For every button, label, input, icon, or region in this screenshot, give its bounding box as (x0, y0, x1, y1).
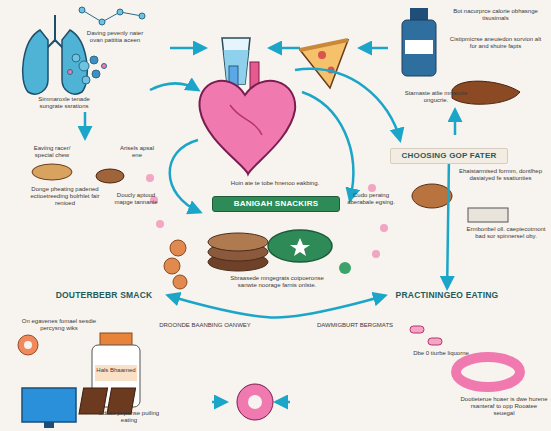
pink-dots (146, 174, 388, 258)
cookie-stack (208, 233, 268, 271)
note-text: DAWMIGBURT BERGMATS (300, 322, 410, 329)
note-text: Ehaistarmised formm, dontlhep dasiaiyed … (458, 168, 543, 182)
note-text: Ediste pepanse puiling eating (96, 410, 162, 424)
network-icon (79, 7, 145, 25)
note-text: Bot nacurprce calorie obhasnge tisusimal… (448, 8, 543, 22)
node-text: DOUTERBEBR SMACK (56, 291, 153, 300)
node-text: BANIGAH SNACKIRS (234, 200, 319, 209)
note-text: Sbraasede mngegrats cotpoeronse sanwte n… (222, 275, 332, 289)
snack-bowls (32, 164, 124, 183)
note-text: Donge pheating padened ectioetreeding bo… (24, 186, 106, 207)
note-text: Hals Bhaamed (96, 367, 136, 374)
fries-and-book (412, 184, 508, 222)
note-text: Hoin ate te tobe hnenoo eakbing. (200, 180, 350, 187)
note-text: Cistipmicrse aneuiedon sorvion alt for a… (448, 36, 543, 50)
pink-ring (456, 357, 520, 387)
note-text: Stamaste atlie mnaiurie ongucrie. (400, 90, 472, 104)
flow-arrow (168, 296, 385, 318)
note-text: Dootieterue hoaer is dwe hurene rsantera… (460, 396, 548, 417)
computer-monitor (22, 388, 76, 428)
note-text: Arisels apsal ene (116, 145, 158, 159)
heart-icon (200, 62, 296, 174)
note-text: Ermbonbel oll. caepiecotmont bad sor spi… (466, 226, 546, 240)
heading-box: PRACTININGEO EATING (385, 288, 509, 303)
donut-icon (237, 384, 273, 420)
note-text: Eaviing racer/ special chew (28, 145, 76, 159)
green-badge (268, 230, 351, 274)
heading-box: CHOOSING GOP FATER (390, 148, 508, 164)
node-text: PRACTININGEO EATING (396, 291, 499, 300)
note-text: Simmaroxle tenade sungrate ssrations (28, 96, 100, 110)
note-text: Cudo peraing aberabale egsing. (340, 192, 402, 206)
note-text: On egavenes fomael sesdie percysng wiks (18, 318, 100, 332)
heading-box: DOUTERBEBR SMACK (40, 288, 168, 303)
note-text: DROONDE BAANBING OANWEY (150, 322, 260, 329)
pills-icon (410, 326, 442, 345)
lungs-icon (23, 15, 88, 94)
flow-arrow (447, 164, 449, 288)
tape-roll (18, 335, 38, 355)
cycle-arrows (85, 48, 455, 402)
note-text: Doucly aptoud mapge tannanie (110, 192, 162, 206)
molecule-cluster (68, 54, 107, 84)
node-text: CHOOSING GOP FATER (402, 152, 497, 161)
banner-box: BANIGAH SNACKIRS (212, 196, 340, 212)
note-text: Dbe 0 tiurbe liquorne (408, 350, 474, 357)
pizza-slice (300, 40, 348, 88)
small-cookies (164, 240, 187, 289)
note-text: Daving pevenly nater ovan pattitia aceen (80, 30, 150, 44)
medicine-bottle (402, 8, 436, 76)
